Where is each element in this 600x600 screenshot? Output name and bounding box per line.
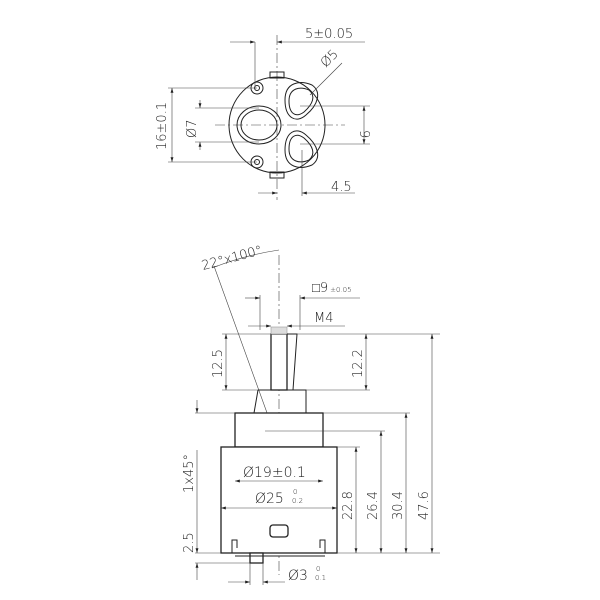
dim-h3: 30.4 xyxy=(391,491,406,520)
outlet-port-cold xyxy=(284,130,319,168)
dim-port-spacing: 9 xyxy=(356,130,371,138)
dim-inlet-dia: Ø7 xyxy=(185,119,200,138)
dim-h1: 22.8 xyxy=(341,491,356,520)
dim-base: 2.5 xyxy=(182,532,197,553)
locating-pin xyxy=(249,552,264,564)
side-view: 22°x100° □9±0.05 M4 12.5 1x45° 2.5 12.2 xyxy=(182,243,440,585)
dim-chamfer: 1x45° xyxy=(182,454,197,493)
inlet-port xyxy=(236,105,282,145)
dim-dia3: Ø3 xyxy=(288,568,308,584)
dim-dia3-lower-tol: 0.1 xyxy=(315,574,326,582)
dim-stem-right: 12.2 xyxy=(351,349,366,378)
cartridge-outline-top xyxy=(228,76,326,174)
top-view: 5±0.05 Ø5 16±0.1 Ø7 9 4.5 xyxy=(155,27,371,200)
dim-dia3-upper-tol: 0 xyxy=(316,565,320,573)
dim-h4: 47.6 xyxy=(417,491,432,520)
dim-dia25: Ø25 xyxy=(255,491,284,507)
dim-angle: 22°x100° xyxy=(200,243,264,274)
dim-thread: M4 xyxy=(314,311,334,326)
outlet-port-hot xyxy=(284,82,319,120)
dim-dia19: Ø19±0.1 xyxy=(243,465,306,481)
dim-stem-left: 12.5 xyxy=(211,349,226,378)
dim-square: □9±0.05 xyxy=(312,281,352,296)
upper-body xyxy=(234,412,324,448)
dim-dia25-lower-tol: 0.2 xyxy=(292,497,303,505)
dim-height: 16±0.1 xyxy=(155,102,170,150)
dim-offset: 4.5 xyxy=(331,180,352,195)
dim-h2: 26.4 xyxy=(366,491,381,520)
dim-pitch: 5±0.05 xyxy=(305,27,353,42)
dim-dia25-upper-tol: 0 xyxy=(293,488,297,496)
stem xyxy=(270,333,288,391)
